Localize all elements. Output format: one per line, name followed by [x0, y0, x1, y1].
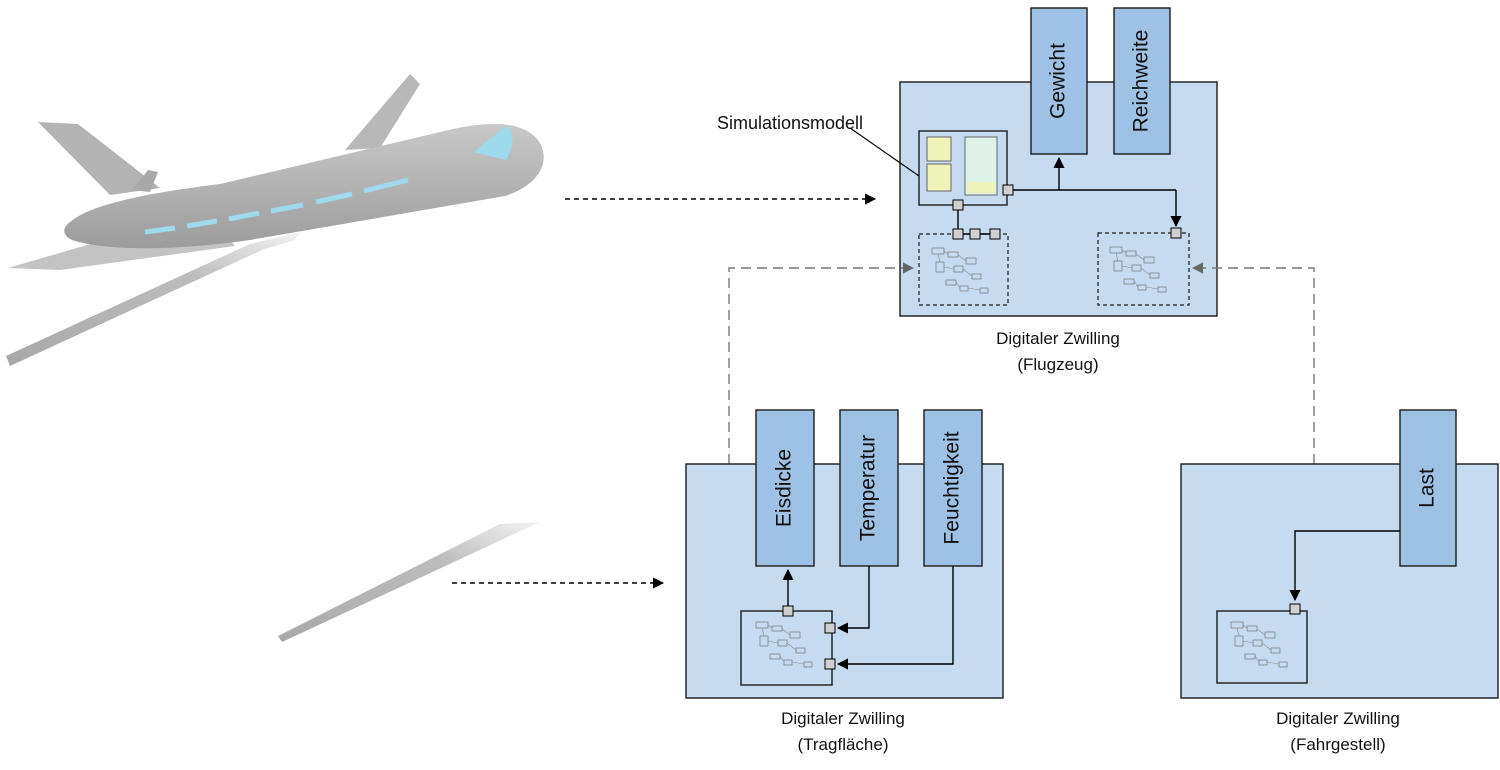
- simulation-model-label: Simulationsmodell: [717, 113, 863, 133]
- gear-twin-caption-1: Digitaler Zwilling: [1276, 709, 1400, 728]
- last-to-model-arrow: [1289, 530, 1400, 602]
- param-last-label: Last: [1416, 468, 1439, 508]
- port: [1289, 603, 1301, 615]
- sim-label-leader: [849, 127, 920, 177]
- port: [1002, 184, 1014, 196]
- wing-twin-caption-1: Digitaler Zwilling: [781, 709, 905, 728]
- gear-twin-link: [1191, 262, 1315, 464]
- param-gewicht-label: Gewicht: [1047, 43, 1070, 119]
- param-reichweite-box: [1113, 7, 1171, 155]
- port: [952, 228, 964, 240]
- param-eisdicke-label: Eisdicke: [773, 449, 796, 527]
- wing-model-box: [740, 610, 833, 686]
- aircraft-illustration: [6, 74, 544, 642]
- param-feuchtigkeit-box: [923, 409, 983, 567]
- gear-twin-caption-2: (Fahrgestell): [1290, 735, 1385, 754]
- submodel-gear-ref: [1097, 232, 1190, 306]
- wing-twin-link: [728, 262, 915, 464]
- param-gewicht-box: [1030, 7, 1088, 155]
- aircraft-twin: Gewicht Reichweite Simulationsmodell Dig…: [717, 7, 1218, 374]
- port: [1170, 227, 1182, 239]
- param-feuchtigkeit-label: Feuchtigkeit: [941, 431, 964, 544]
- aircraft-twin-caption-2: (Flugzeug): [1017, 355, 1098, 374]
- param-eisdicke-box: [755, 409, 815, 567]
- wing-twin: Eisdicke Temperatur Feuchtigkeit Digital…: [685, 409, 1004, 754]
- param-reichweite-label: Reichweite: [1130, 30, 1153, 133]
- port: [952, 199, 964, 211]
- temperatur-to-model-arrow: [836, 566, 870, 634]
- port: [824, 622, 836, 634]
- gear-twin: Last Digitaler Zwilling (Fahrgestell): [1180, 409, 1499, 754]
- param-temperatur-label: Temperatur: [857, 435, 880, 541]
- wing-twin-caption-2: (Tragfläche): [797, 735, 888, 754]
- aircraft-twin-caption-1: Digitaler Zwilling: [996, 329, 1120, 348]
- port: [969, 228, 981, 240]
- port: [782, 605, 794, 617]
- gear-model-box: [1216, 610, 1308, 684]
- port: [824, 658, 836, 670]
- sim-panel-3-band: [967, 182, 995, 193]
- feuchtigkeit-to-model-arrow: [836, 566, 954, 670]
- sim-panel-2: [926, 163, 952, 192]
- sim-panel-1: [926, 136, 952, 162]
- param-temperatur-box: [839, 409, 899, 567]
- param-last-box: [1399, 409, 1457, 567]
- port: [989, 228, 1001, 240]
